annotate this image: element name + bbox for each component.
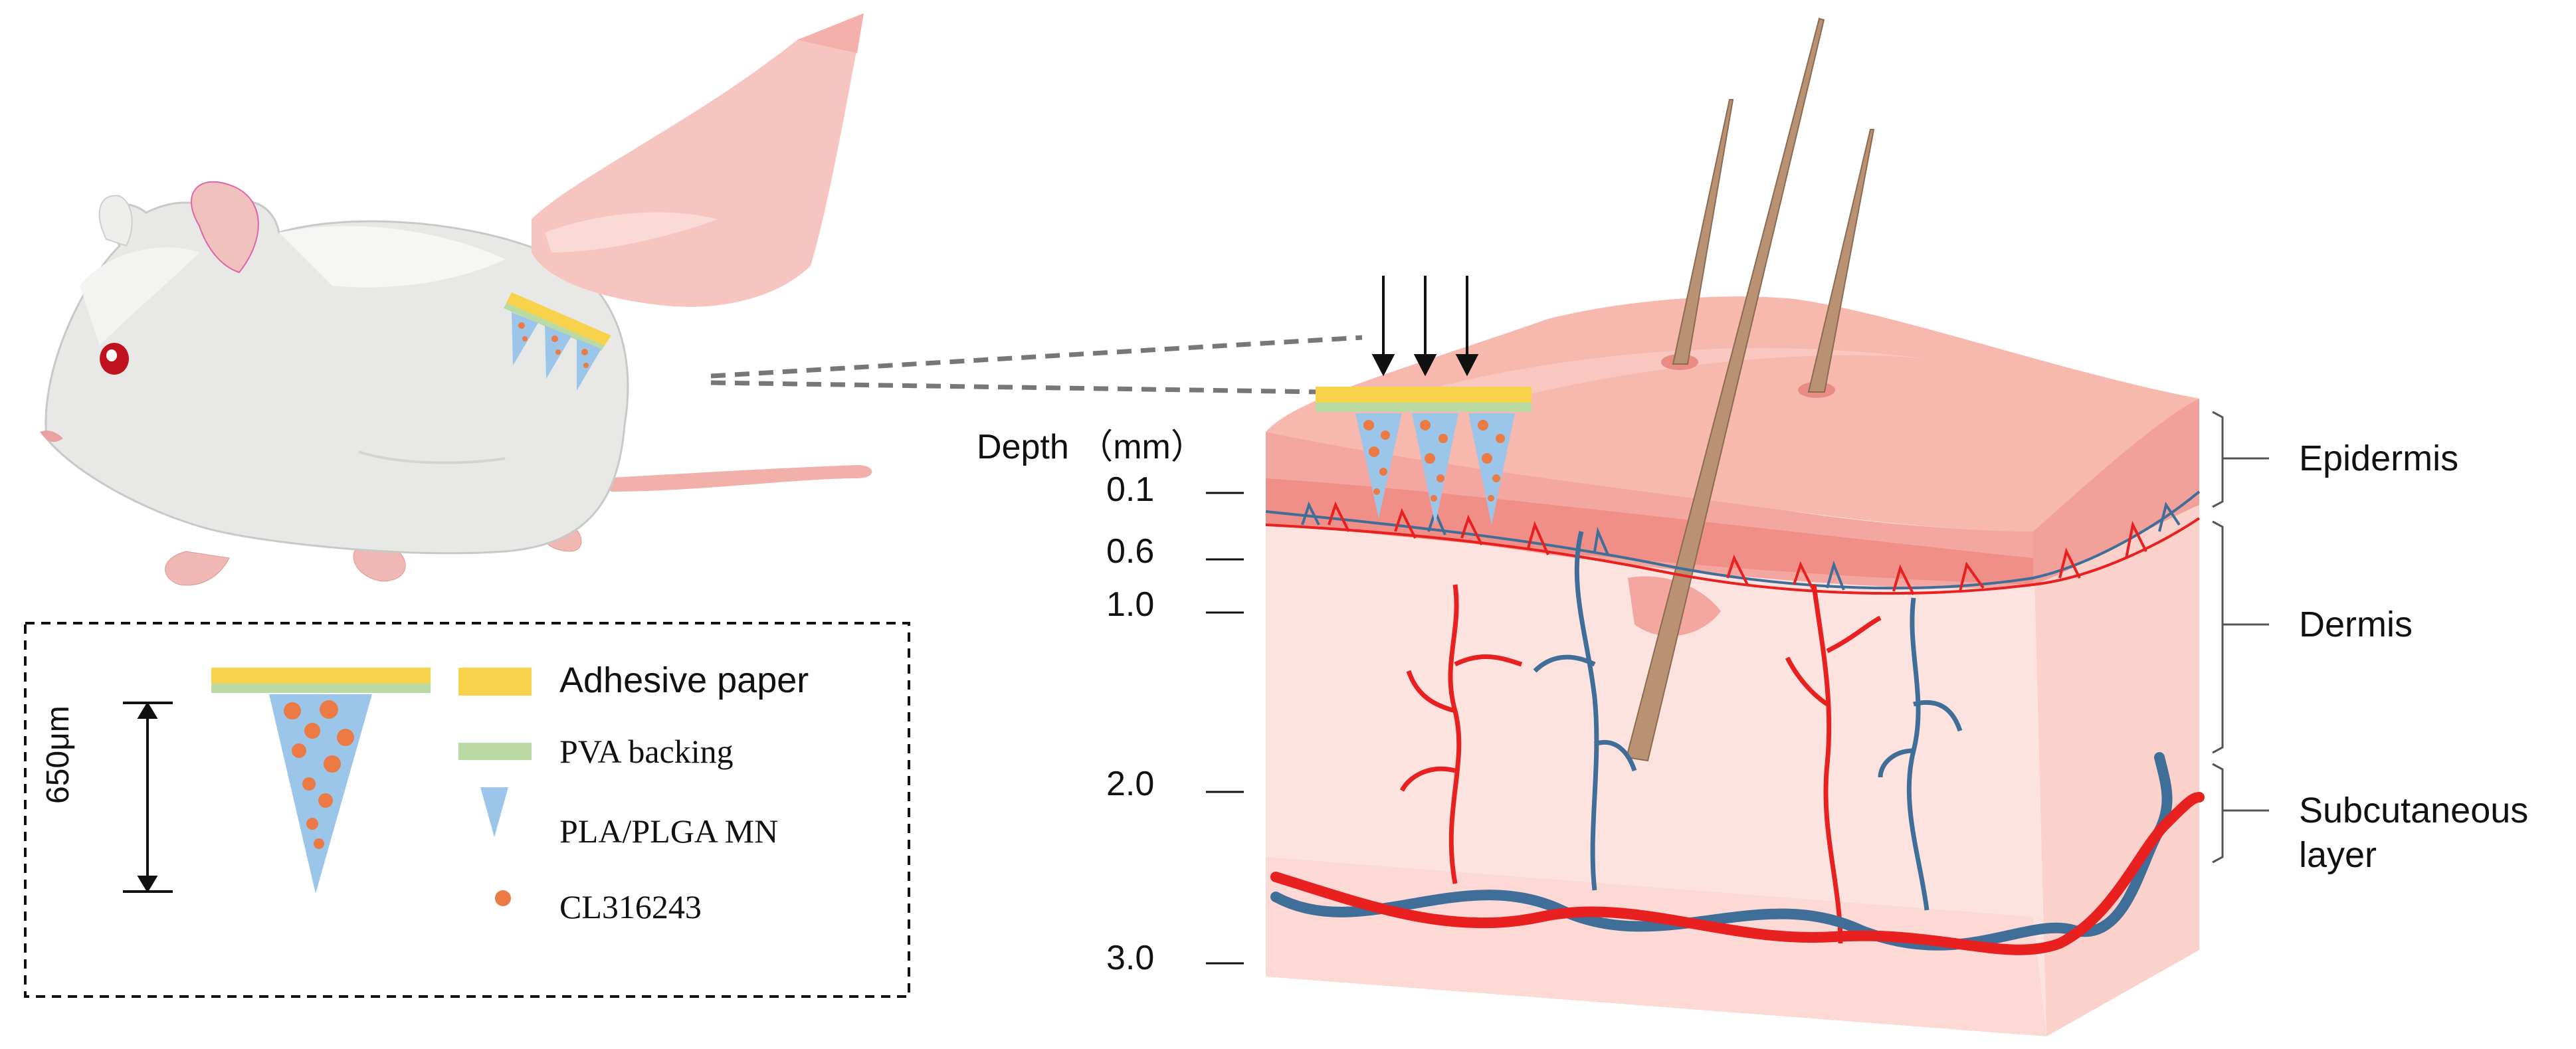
zoom-dashed-lines [710, 335, 1363, 395]
blue-triangle-icon [480, 787, 508, 837]
dermis-label: Dermis [2299, 605, 2413, 644]
artery-branches [1399, 584, 1882, 944]
orange-dot-icon [495, 890, 511, 906]
dimension-marker [123, 702, 173, 893]
layer-brackets [2212, 411, 2269, 864]
legend-label-adhesive-paper: Adhesive paper [559, 660, 809, 700]
subcutaneous-label-line2: layer [2299, 835, 2377, 875]
depth-axis-title: Depth （mm） [977, 428, 1205, 466]
depth-tick-marks [1206, 492, 1244, 965]
legend-microneedle [211, 668, 431, 894]
legend-label-pla-plga-mn: PLA/PLGA MN [559, 812, 779, 850]
vein-branches [1533, 531, 1963, 911]
green-bar-icon [458, 743, 532, 760]
dimension-label: 650μm [41, 706, 76, 804]
subcutaneous-vessels [1270, 752, 2205, 955]
depth-tick-label: 2.0 [1106, 765, 1155, 803]
legend-label-pva-backing: PVA backing [559, 733, 734, 770]
mouse-patch [504, 292, 611, 391]
skin-patch [1316, 387, 1532, 525]
yellow-bar-icon [458, 668, 532, 696]
depth-tick-label: 0.6 [1106, 532, 1155, 571]
depth-tick-label: 1.0 [1106, 585, 1155, 624]
depth-tick-label: 0.1 [1106, 470, 1155, 509]
press-arrows [1371, 276, 1479, 377]
legend-label-cl316243: CL316243 [559, 888, 702, 925]
epidermis-label: Epidermis [2299, 438, 2459, 478]
subcutaneous-label: Subcutaneous [2299, 791, 2529, 830]
thumb-illustration [532, 13, 864, 307]
depth-tick-label: 3.0 [1106, 939, 1155, 977]
